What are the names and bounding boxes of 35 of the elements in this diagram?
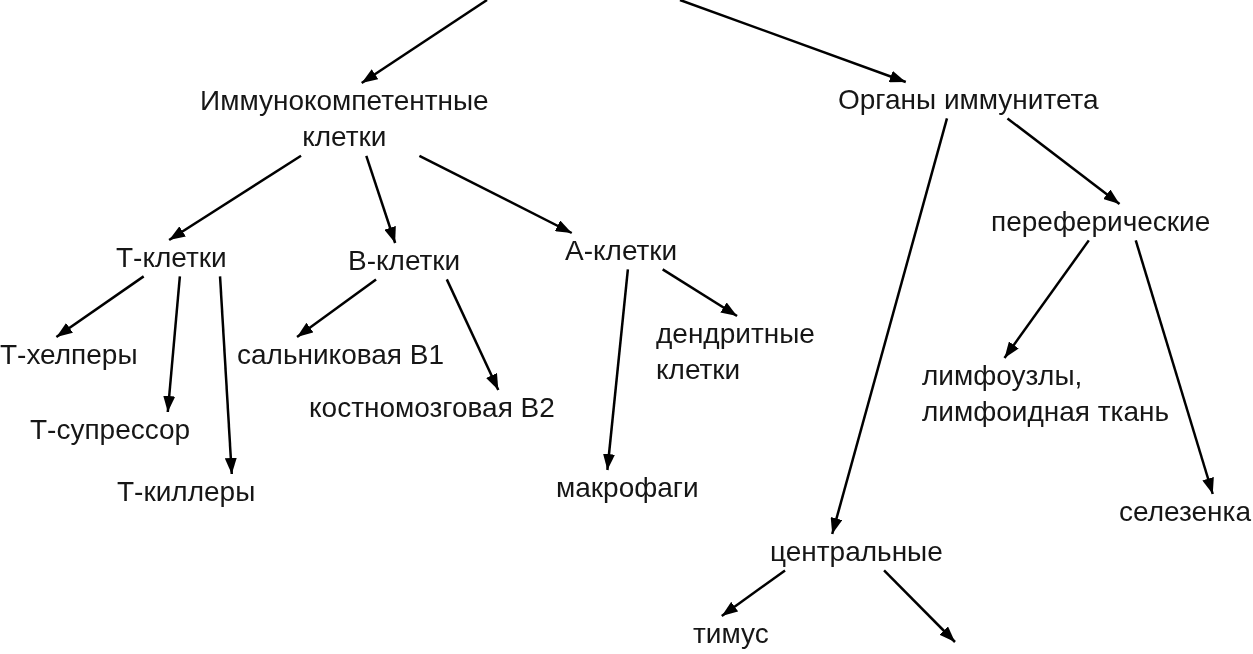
arrow [55,275,145,339]
arrow [721,569,786,617]
category-label: Т-киллеры [117,474,256,511]
arrow [168,154,302,242]
arrow [1006,117,1121,205]
category-label: Т-клетки [116,240,227,277]
arrow [1134,240,1214,495]
arrow [883,569,956,643]
arrow [603,269,630,471]
category-label: центральные [770,534,943,571]
arrow [163,276,182,413]
category-label: А-клетки [565,233,678,270]
arrow [1003,239,1090,359]
arrow [365,155,397,244]
arrow [445,278,500,391]
arrow [360,0,488,85]
category-label: Иммунокомпетентные клетки [200,83,489,156]
arrow [679,0,907,84]
category-label: Т-супрессор [30,412,191,449]
arrow [218,276,237,475]
category-label: костномозговая В2 [309,390,555,427]
arrow [296,278,377,338]
category-label: переферические [991,204,1211,241]
category-label: селезенка [1119,494,1251,531]
category-label: В-клетки [348,243,461,280]
category-label: дендритные клетки [656,316,815,389]
arrow [662,268,738,318]
arrow [830,118,949,535]
category-label: Т-хелперы [0,337,138,374]
category-label: сальниковая В1 [237,337,445,374]
category-label: макрофаги [556,470,699,507]
arrow [418,154,573,235]
category-label: Органы иммунитета [838,82,1099,119]
category-label: лимфоузлы, лимфоидная ткань [922,358,1172,431]
category-label: тимус [693,616,769,653]
